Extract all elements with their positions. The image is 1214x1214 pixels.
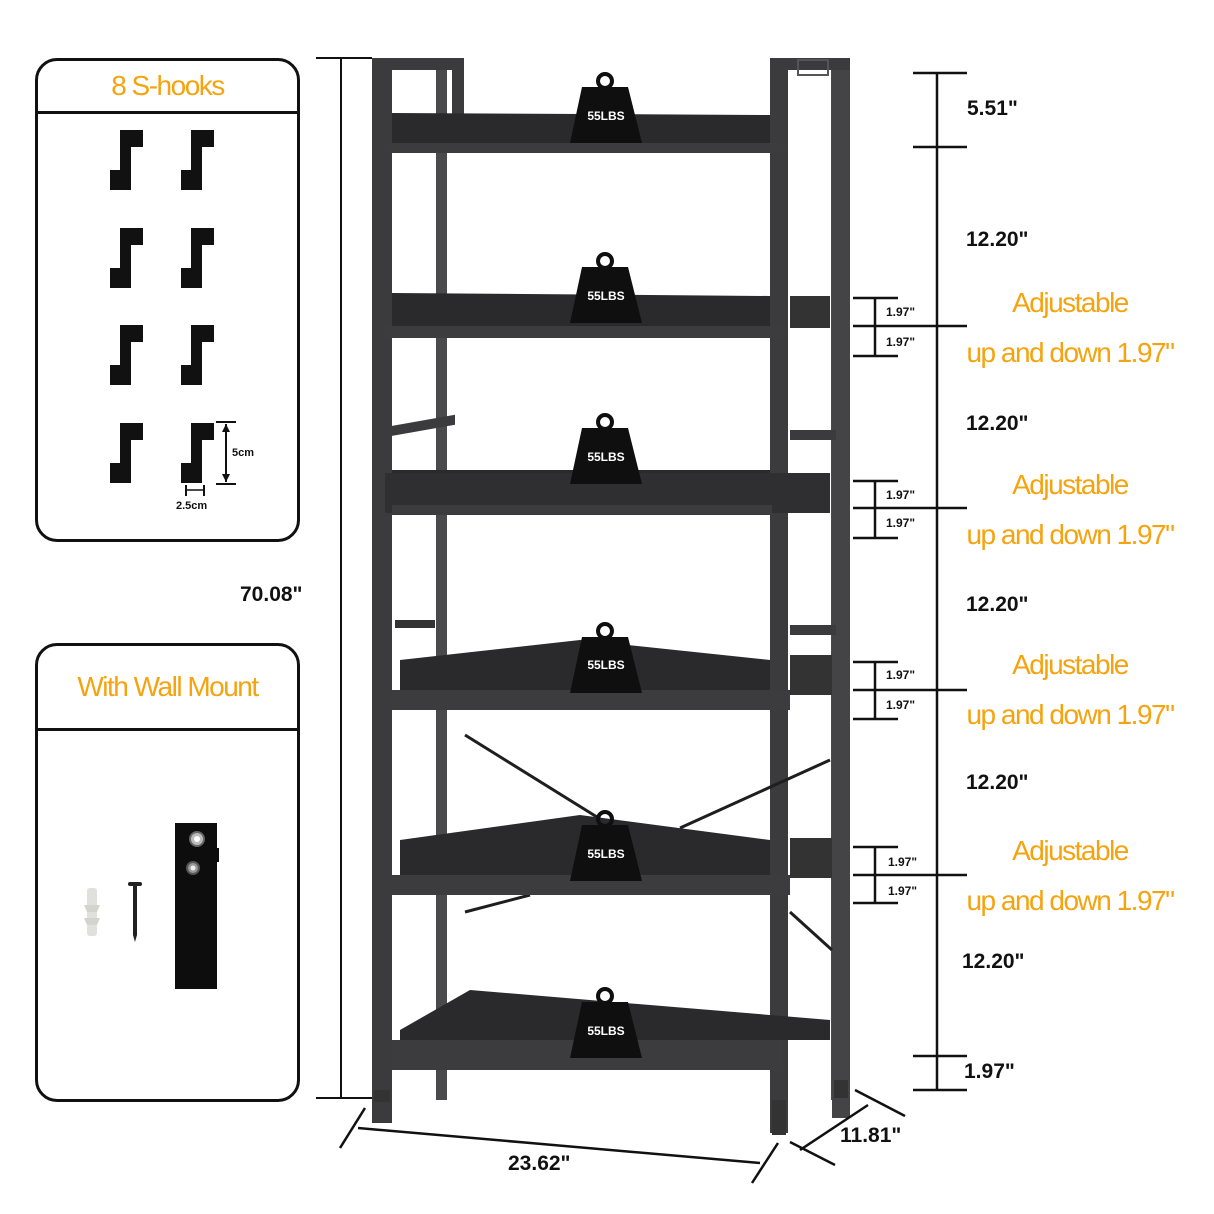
depth-label: 11.81" xyxy=(840,1124,902,1147)
wall-anchor-icon xyxy=(84,888,100,936)
adjust-step-label: 1.97" xyxy=(886,668,916,682)
adjustable-callout-2: Adjustable up and down 1.97" xyxy=(955,460,1185,560)
adjustable-line1: Adjustable xyxy=(1012,287,1129,318)
adjust-step-label: 1.97" xyxy=(886,488,916,502)
wall-mount-title-text: With Wall Mount xyxy=(77,671,259,702)
total-height-label: 70.08" xyxy=(240,583,303,606)
weight-icon xyxy=(570,622,642,693)
hook-width-label: 2.5cm xyxy=(176,500,208,512)
s-hooks-title-text: 8 S-hooks xyxy=(111,70,225,101)
shelf-gap-label-1: 12.20" xyxy=(966,228,1029,251)
weight-label: 55LBS xyxy=(587,450,625,464)
s-hooks-title: 8 S-hooks xyxy=(38,61,297,114)
adjustable-line2: up and down 1.97" xyxy=(966,699,1175,730)
weight-icon xyxy=(570,72,642,143)
screw-icon xyxy=(128,882,142,942)
weight-icon xyxy=(570,987,642,1058)
shelf-gap-label-3: 12.20" xyxy=(966,593,1029,616)
weight-icon xyxy=(570,252,642,323)
adjustable-line2: up and down 1.97" xyxy=(966,519,1175,550)
adjustable-line1: Adjustable xyxy=(1012,469,1129,500)
shelf-gap-label-2: 12.20" xyxy=(966,412,1029,435)
adjust-step-label: 1.97" xyxy=(886,698,916,712)
weight-label: 55LBS xyxy=(587,658,625,672)
weight-label: 55LBS xyxy=(587,1024,625,1038)
adjustable-callout-3: Adjustable up and down 1.97" xyxy=(955,640,1185,740)
adjustable-line1: Adjustable xyxy=(1012,835,1129,866)
s-hooks-panel: 8 S-hooks xyxy=(35,58,300,542)
shelf-gap-label-4: 12.20" xyxy=(966,771,1029,794)
weight-icon xyxy=(570,413,642,484)
strap-icon xyxy=(175,823,219,989)
adjust-step-label: 1.97" xyxy=(886,305,916,319)
top-gap-label: 5.51" xyxy=(967,97,1018,120)
adjust-step-label: 1.97" xyxy=(886,516,916,530)
bottom-clearance-label: 1.97" xyxy=(964,1060,1015,1083)
adjust-step-label: 1.97" xyxy=(888,884,918,898)
hook-height-label: 5cm xyxy=(232,447,255,459)
weight-icon xyxy=(570,810,642,881)
weight-label: 55LBS xyxy=(587,289,625,303)
weight-label: 55LBS xyxy=(587,109,625,123)
adjustable-line2: up and down 1.97" xyxy=(966,885,1175,916)
adjustable-callout-4: Adjustable up and down 1.97" xyxy=(955,826,1185,926)
width-label: 23.62" xyxy=(508,1152,571,1175)
wall-mount-title: With Wall Mount xyxy=(38,646,297,731)
adjust-step-label: 1.97" xyxy=(888,855,918,869)
adjust-step-label: 1.97" xyxy=(886,335,916,349)
shelf-gap-label-5: 12.20" xyxy=(962,950,1025,973)
wall-mount-panel: With Wall Mount xyxy=(35,643,300,1102)
adjustable-callout-1: Adjustable up and down 1.97" xyxy=(955,278,1185,378)
adjustable-line2: up and down 1.97" xyxy=(966,337,1175,368)
adjustable-line1: Adjustable xyxy=(1012,649,1129,680)
weight-label: 55LBS xyxy=(587,847,625,861)
